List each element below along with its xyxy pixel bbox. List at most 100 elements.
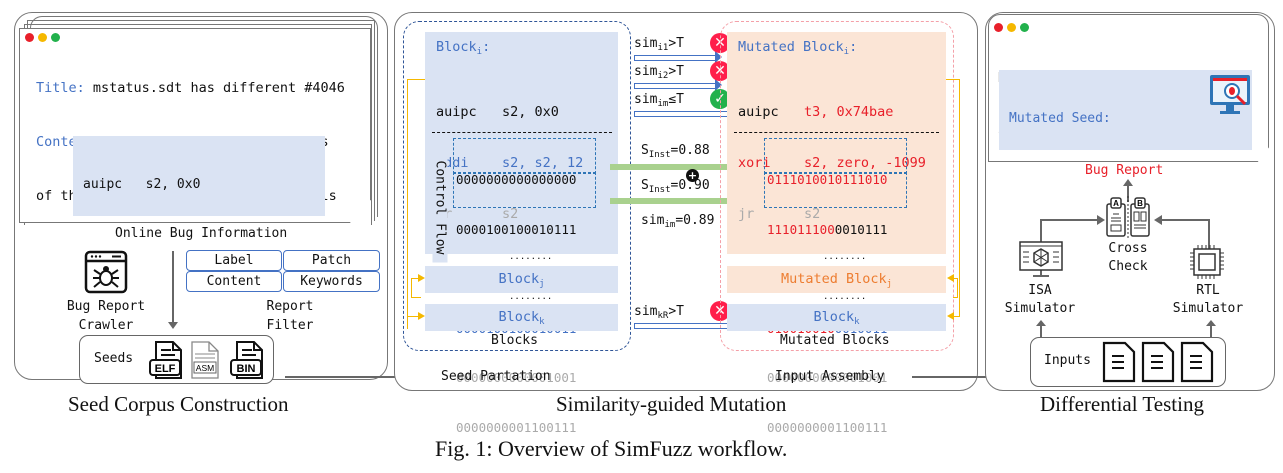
block-j: Blockj (425, 266, 618, 293)
bug-title-value: mstatus.sdt has different #4046 (84, 80, 345, 96)
hollow-arrow (634, 55, 716, 61)
input-file-icon (1101, 341, 1137, 387)
mutated-block-i-label: Mutated Block (738, 39, 844, 55)
ellipsis: ........ (823, 252, 867, 262)
mutated-blocks-label: Mutated Blocks (780, 333, 890, 348)
elf-file-icon: ELF (147, 340, 185, 384)
mutated-block-k: Blockk (727, 304, 946, 331)
mutated-bin-group-1 (764, 138, 907, 174)
inputs-to-rtl-arrow (1210, 325, 1212, 337)
blocks-container (403, 21, 631, 351)
svg-text:B: B (1137, 199, 1143, 208)
filter-tag-patch: Patch (283, 250, 380, 271)
bin-line: 0000100100010111 (456, 221, 577, 237)
crawler-label-1: Bug Report (66, 299, 146, 314)
similarity-check: simkR>T✕ (634, 301, 747, 331)
block-i-label: Block (436, 39, 477, 55)
combine-icon: + (686, 169, 699, 182)
ellipsis: ........ (509, 292, 553, 302)
blocks-label: Blocks (491, 333, 538, 348)
filter-tag-content: Content (186, 271, 282, 292)
bin-line: 0000000000001001 (456, 370, 577, 385)
mutated-block-j: Mutated Blockj (727, 266, 946, 293)
red-dot-icon (994, 23, 1003, 32)
rtl-simulator-icon (1187, 243, 1227, 285)
input-file-icon (1140, 341, 1176, 387)
mutated-bin-group-2 (764, 172, 907, 208)
similarity-label: simkR>T (634, 304, 684, 321)
filter-label-1: Report (266, 299, 314, 314)
mutated-seed-label: Mutated Seed: (1009, 111, 1111, 126)
rtl-label-1: RTL (1196, 283, 1220, 298)
bin-file-icon: BIN (228, 340, 266, 384)
similarity-arrow-2 (610, 198, 740, 204)
input-assembly-label: Input Assembly (775, 369, 885, 384)
block-i-divider (432, 132, 612, 133)
s-inst-1-label: S (641, 143, 649, 158)
isa-label-1: ISA (1028, 283, 1052, 298)
green-dot-icon (51, 33, 60, 42)
filter-tag-label: Label (186, 250, 282, 271)
hollow-arrow (634, 83, 716, 89)
bin-group-2 (453, 172, 596, 208)
elf-label: ELF (155, 363, 176, 375)
cross-check-icon: A B (1104, 196, 1152, 242)
input-file-icon (1179, 341, 1215, 387)
asm-label: ASM (196, 363, 214, 373)
mutated-blocks-container (720, 21, 954, 351)
bin-group-1 (453, 138, 596, 174)
inputs-label: Inputs (1044, 353, 1091, 368)
online-bug-info-label: Online Bug Information (115, 226, 288, 241)
ellipsis: ........ (509, 252, 553, 262)
mutated-bin-line: 0000000000001001 (767, 370, 888, 385)
filter-tag-keywords: Keywords (283, 271, 380, 292)
similarity-arrow-1 (610, 164, 740, 170)
sim-im-label: sim (641, 213, 665, 228)
yellow-dot-icon (1007, 23, 1016, 32)
bug-card: Title: mstatus.sdt has different #4046 C… (19, 28, 371, 223)
isa-simulator-icon (1018, 240, 1064, 284)
bug-report-label: Bug Report (1085, 163, 1164, 178)
yellow-dot-icon (38, 33, 47, 42)
seeds-label: Seeds (94, 351, 134, 366)
s-inst-2-label: S (641, 178, 649, 193)
filter-label-2: Filter (266, 318, 314, 333)
inputs-box: Inputs (1030, 337, 1226, 387)
control-flow-label: Control Flow (432, 152, 448, 263)
rtl-to-crosscheck-arrow (1160, 219, 1210, 249)
crawler-to-seeds-arrow (172, 251, 174, 324)
block-k: Blockk (425, 304, 618, 331)
mutated-bin-line: 1110111000010111 (767, 221, 888, 237)
asm-file-icon: ASM (189, 340, 221, 384)
seed-partation-label: Seed Partation (441, 369, 551, 384)
figure-caption: Fig. 1: Overview of SimFuzz workflow. (435, 436, 788, 461)
cross-check-label-2: Check (1108, 259, 1148, 274)
assembly-to-inputs-arrow (912, 376, 1018, 378)
crosscheck-to-report-arrow (1127, 184, 1129, 202)
similarity-label: simim≤T (634, 92, 684, 109)
bug-code-block: auipc s2, 0x0 addi s2, s2, 12 jr s2 ... (73, 136, 325, 216)
seeds-box: Seeds ELF ASM BIN (79, 335, 274, 384)
bin-line: 0000000000000000 (456, 172, 577, 187)
isa-to-crosscheck-arrow (1040, 219, 1102, 242)
isa-label-2: Simulator (1004, 301, 1076, 316)
similarity-check: simi1>T✕ (634, 33, 730, 63)
bin-line: 0000000001100111 (456, 419, 577, 435)
stage-title-seed-corpus: Seed Corpus Construction (68, 392, 289, 416)
bin-label: BIN (237, 363, 256, 375)
mutated-bin-line: 0000000001100111 (767, 419, 888, 435)
inputs-to-isa-arrow (1040, 325, 1042, 337)
similarity-label: simi2>T (634, 64, 684, 81)
mutated-seed-block: Mutated Seed: auipc t3, 0x74bae xori s2,… (999, 70, 1252, 150)
svg-text:A: A (1113, 199, 1119, 208)
bug-crawler-icon (84, 250, 128, 294)
crawler-label-2: Crawler (78, 318, 134, 333)
cross-check-label-1: Cross (1108, 241, 1148, 256)
similarity-check: simim≤T✓ (634, 89, 747, 119)
